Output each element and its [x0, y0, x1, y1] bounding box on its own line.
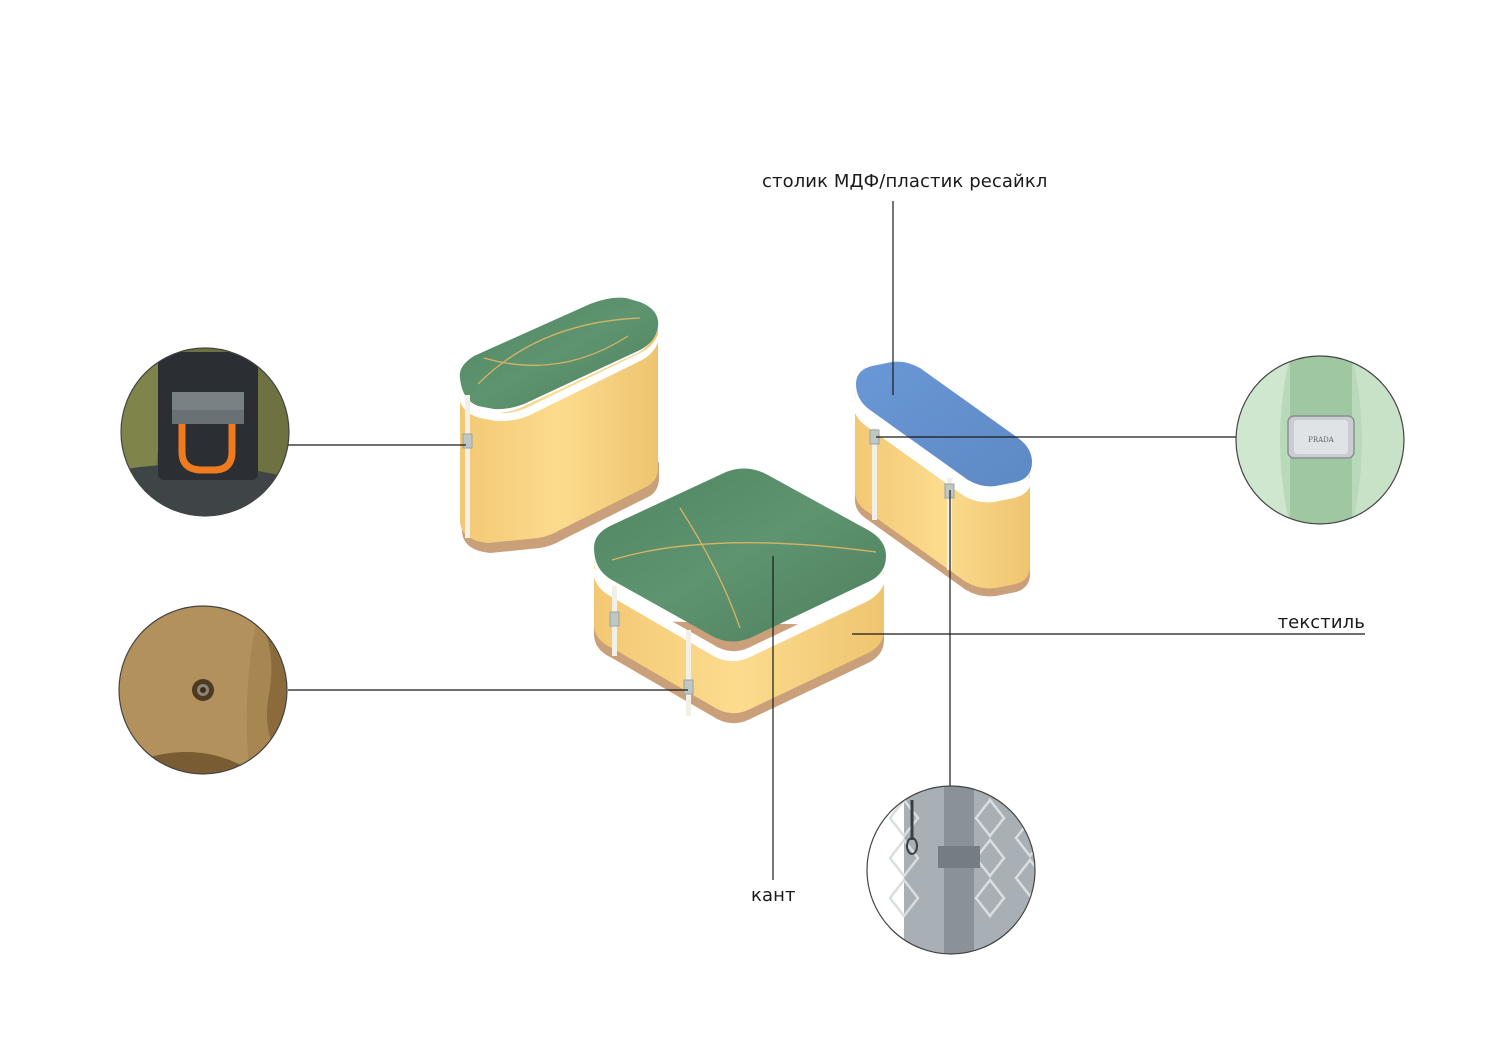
pouf-right-piping	[852, 388, 1032, 503]
pouf-center-clip-2	[683, 679, 694, 695]
pouf-left-top	[459, 297, 659, 410]
detail-rivet	[118, 605, 288, 775]
pouf-right	[852, 361, 1032, 597]
pouf-center-top	[594, 468, 886, 642]
pouf-left-piping	[458, 322, 660, 422]
detail-strap	[866, 785, 1036, 955]
label-textile: текстиль	[1277, 612, 1365, 633]
pouf-center	[592, 468, 886, 724]
pouf-center-side	[594, 560, 884, 714]
pouf-left-strap	[465, 395, 470, 538]
buckle-brand-text: PRADA	[1308, 436, 1335, 444]
pouf-right-strap-1	[872, 428, 877, 520]
pouf-left-seam	[477, 317, 641, 385]
pouf-left	[458, 297, 660, 553]
pouf-center-seam	[611, 507, 877, 629]
pouf-left-clip	[462, 433, 473, 449]
leader-lines	[288, 201, 1365, 880]
pouf-right-top	[856, 361, 1032, 487]
detail-buckle: PRADA	[1235, 355, 1405, 525]
pouf-center-clip-1	[609, 611, 620, 627]
detail-ring-loop	[120, 347, 290, 517]
pouf-center-strap-2	[686, 630, 691, 716]
label-kant: кант	[751, 885, 796, 906]
label-table: столик МДФ/пластик ресайкл	[762, 171, 1048, 192]
